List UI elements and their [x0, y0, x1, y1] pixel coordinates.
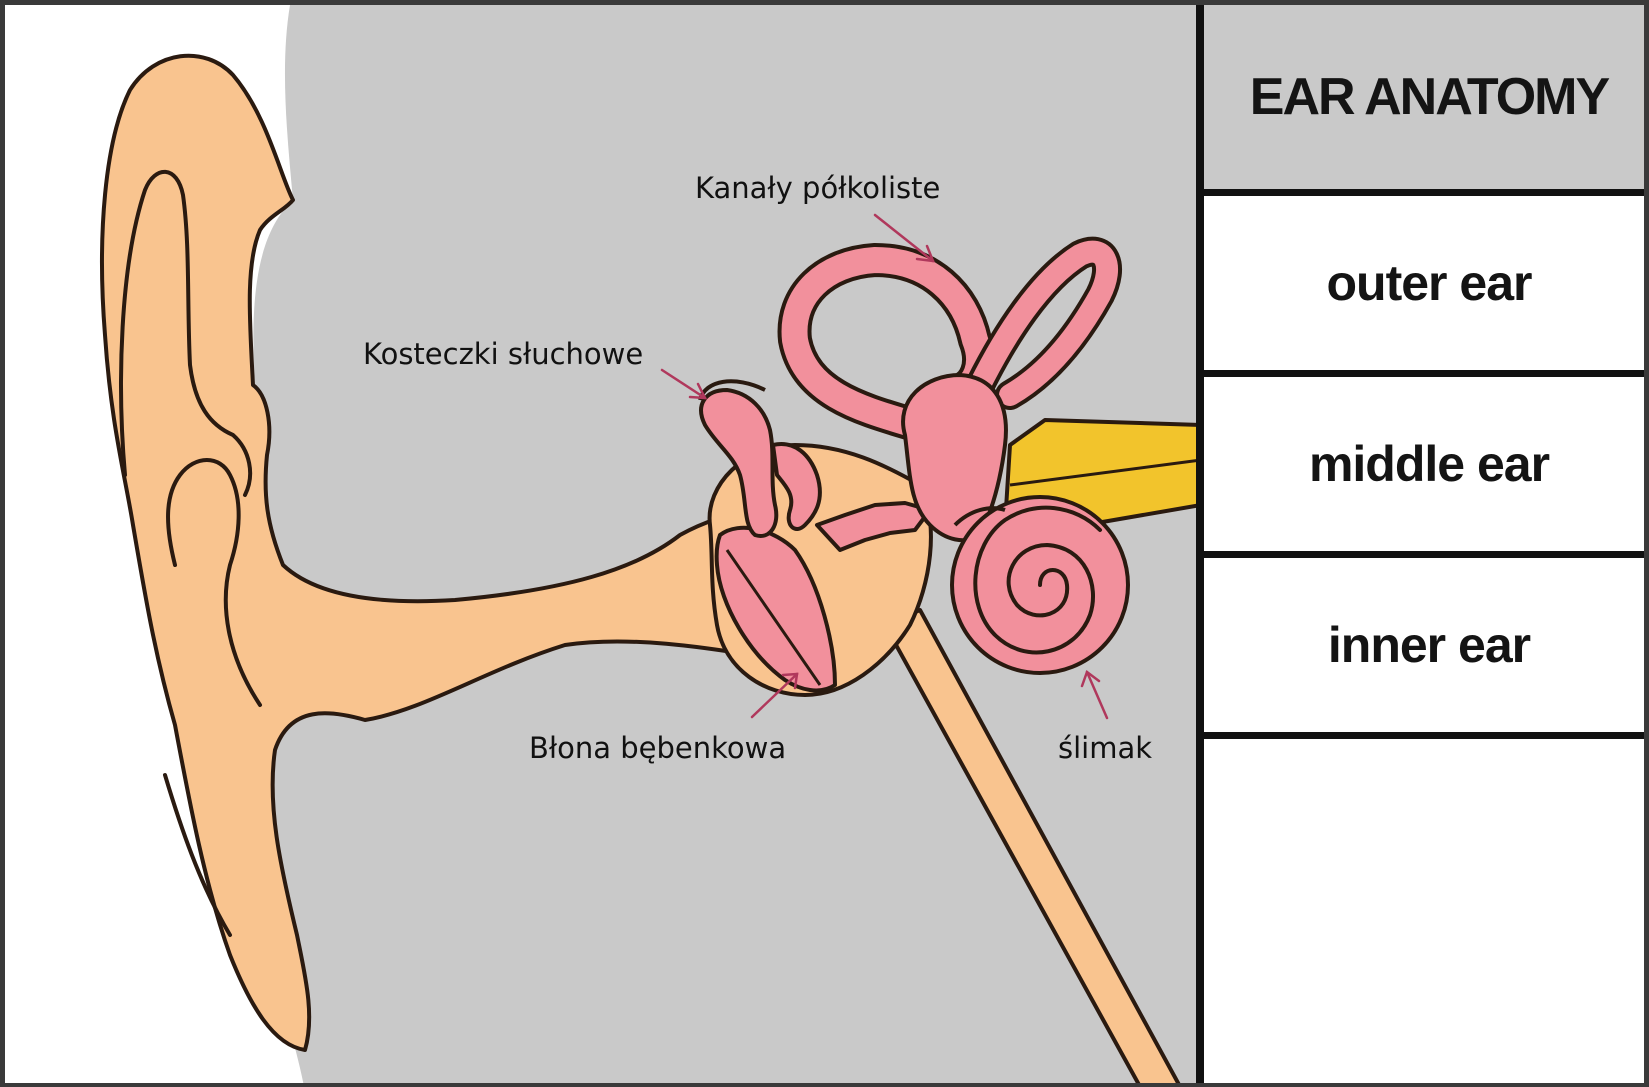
- middle-ear-button[interactable]: middle ear: [1204, 377, 1649, 551]
- divider: [1204, 189, 1649, 196]
- label-eardrum: Błona bębenkowa: [529, 731, 786, 765]
- panel-title: EAR ANATOMY: [1204, 5, 1649, 189]
- label-cochlea: ślimak: [1058, 731, 1152, 765]
- outer-ear-button[interactable]: outer ear: [1204, 196, 1649, 370]
- label-ossicles: Kosteczki słuchowe: [363, 337, 643, 371]
- label-semicircular-canals: Kanały półkoliste: [695, 171, 940, 205]
- inner-ear-button[interactable]: inner ear: [1204, 558, 1649, 732]
- divider: [1204, 732, 1649, 739]
- divider: [1204, 370, 1649, 377]
- anatomy-menu-panel: EAR ANATOMY outer ear middle ear inner e…: [1196, 5, 1649, 1087]
- ear-diagram: Kanały półkoliste Kosteczki słuchowe Bło…: [5, 5, 1201, 1087]
- divider: [1204, 551, 1649, 558]
